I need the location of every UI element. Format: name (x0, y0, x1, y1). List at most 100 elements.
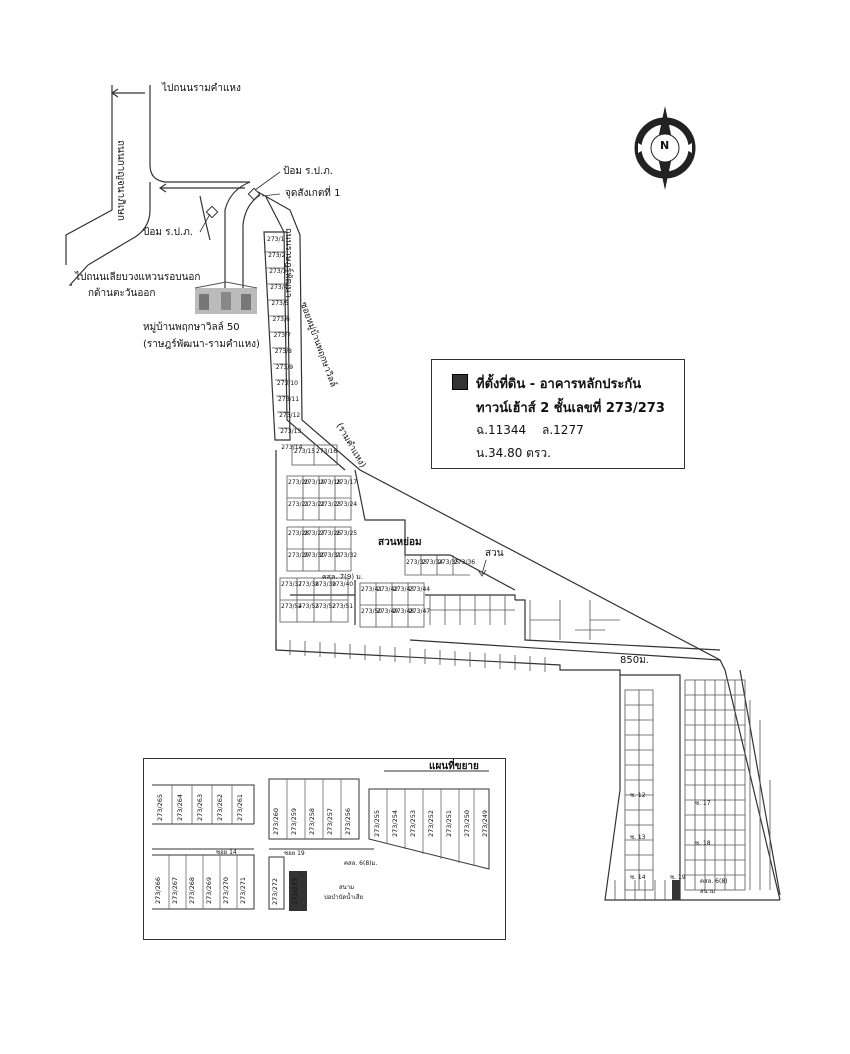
subject-plot-marker (672, 880, 680, 900)
plot-label: 273/54 (281, 603, 303, 610)
plot-label: 273/6 (272, 316, 290, 323)
inset-plot-label: 273/268 (188, 876, 196, 904)
plot-label: 273/3 (269, 268, 287, 275)
plot-label: 273/34 (422, 559, 444, 566)
inset-plot-label: 273/269 (205, 876, 213, 904)
garden-small-label: สวน (485, 548, 504, 559)
plot-label: 273/17 (336, 479, 358, 486)
plot-label: 273/8 (274, 348, 292, 355)
soi-13-label: ซ. 13 (630, 834, 646, 841)
plot-label: 273/32 (336, 552, 358, 559)
legend-area: น.34.80 ตรว. (476, 446, 551, 460)
plot-label: 273/41 (361, 586, 383, 593)
inset-plot-label: 273/263 (196, 793, 204, 821)
inset-plot-label: 273/251 (445, 809, 453, 837)
plot-label: 273/36 (454, 559, 476, 566)
inset-plot-label: 273/262 (216, 793, 224, 821)
plot-label: 273/29 (288, 552, 310, 559)
inset-soi19: ซอย 19 (284, 850, 305, 857)
plot-label: 273/42 (377, 586, 399, 593)
legend-line-2: ทาวน์เฮ้าส์ 2 ชั้นเลขที่ 273/273 (476, 401, 665, 416)
plot-label: 273/24 (336, 501, 358, 508)
plot-label: 273/35 (438, 559, 460, 566)
legend-swatch (452, 374, 468, 390)
road-6-label: คสล. 6(8) (700, 878, 728, 885)
inset-plot-label: 273/273 (291, 877, 299, 905)
plot-label: 273/11 (278, 396, 300, 403)
plot-label: 273/28 (288, 530, 310, 537)
plot-label: 273/14 (281, 444, 303, 451)
road-7-label: คสล. 7(9) ม. (322, 573, 364, 581)
legend-line-1: ที่ตั้งที่ดิน - อาคารหลักประกัน (476, 377, 642, 392)
inset-road: คสล. 6(8)ม. (344, 860, 378, 867)
plot-label: 273/48 (393, 608, 415, 615)
plot-label: 273/26 (320, 530, 342, 537)
inset-plot-label: 273/250 (463, 809, 471, 837)
inset-soi14: ซอย 14 (216, 849, 237, 856)
inset-plot-label: 273/267 (171, 876, 179, 904)
inset-plot-label: 273/271 (239, 876, 247, 904)
plot-label: 273/9 (275, 364, 294, 371)
inset-plot-label: 273/252 (427, 809, 435, 837)
plot-label: 273/20 (288, 479, 310, 486)
plot-label: 273/23 (320, 501, 342, 508)
legend-box: ที่ตั้งที่ดิน - อาคารหลักประกัน ทาวน์เฮ้… (431, 359, 685, 469)
plot-label: 273/18 (320, 479, 342, 486)
inset-plot-label: 273/249 (481, 809, 489, 837)
inset-plot-label: 273/260 (272, 807, 280, 835)
legend-survey: ล.1277 (542, 423, 584, 437)
plot-label: 273/51 (332, 603, 354, 610)
plot-label: 273/30 (304, 552, 326, 559)
inset-plot-label: 273/264 (176, 793, 184, 821)
village-name: หมู่บ้านพฤกษาวิลล์ 50 (143, 322, 240, 333)
soi-18-label: ซ. 18 (695, 840, 711, 847)
village-gate-icon (194, 281, 258, 314)
soi-12-label: ซ. 12 (630, 792, 646, 799)
inset-plot-label: 273/254 (391, 809, 399, 837)
checkpoint-label: จุดสังเกตที่ 1 (285, 188, 341, 199)
inset-plot-label: 273/270 (222, 876, 230, 904)
plot-label: 273/43 (393, 586, 415, 593)
inset-pond: บ่อบำบัดน้ำเสีย (324, 894, 363, 901)
inset-plot-label: 273/258 (308, 807, 316, 835)
inset-plot-label: 273/265 (156, 793, 164, 821)
inset-lines (152, 770, 490, 911)
inset-plot-label: 273/259 (290, 807, 298, 835)
inset-plot-label: 273/266 (154, 876, 162, 904)
soi-17-label: ซ. 17 (695, 800, 711, 807)
inset-plot-label: 273/272 (271, 877, 279, 905)
plot-label: 273/39 (315, 581, 337, 588)
inset-plot-label: 273/257 (326, 807, 334, 835)
inset-plot-label: 273/261 (236, 793, 244, 821)
subject-plot-inset (289, 871, 307, 911)
legend-deed: ฉ.11344 (476, 423, 527, 437)
plot-label: 273/49 (377, 608, 399, 615)
police-box-label-1: ป้อม ร.ป.ภ. (283, 166, 333, 177)
plot-label: 273/25 (336, 530, 358, 537)
soi-19-label: ซ. 19 (670, 874, 686, 881)
road-label-ring-road: ไปถนนเลียบวงแหวนรอบนอก (75, 272, 201, 283)
road-label-kanchanaphisek: ถนนกาญจนาภิเษก (115, 140, 126, 221)
inset-plot-label: 273/255 (373, 809, 381, 837)
plot-label: 273/38 (298, 581, 320, 588)
road-label-ramkhamhaeng: ไปถนนรามคำแหง (162, 83, 241, 94)
distance-label: 850ม. (620, 655, 649, 666)
plot-label: 273/12 (279, 412, 301, 419)
plot-label: 273/13 (280, 428, 302, 435)
plot-label: 273/21 (288, 501, 310, 508)
village-subtitle: (ราษฎร์พัฒนา-รามคำแหง) (143, 339, 260, 350)
plot-label: 273/33 (406, 559, 428, 566)
plot-label: 273/53 (298, 603, 320, 610)
plot-label: 273/40 (332, 581, 354, 588)
inset-title: แผนที่ขยาย (429, 761, 479, 772)
inset-plot-label: 273/256 (344, 807, 352, 835)
police-box-label-2: ป้อม ร.ป.ภ. (143, 227, 193, 238)
plot-label: 273/1 (267, 236, 285, 243)
plot-label: 273/22 (304, 501, 326, 508)
plot-label: 273/50 (361, 608, 383, 615)
plot-label: 273/31 (320, 552, 342, 559)
plot-label: 273/7 (273, 332, 291, 339)
road-label-ring-road-2: กด้านตะวันออก (88, 288, 156, 299)
plot-label: 273/19 (304, 479, 326, 486)
